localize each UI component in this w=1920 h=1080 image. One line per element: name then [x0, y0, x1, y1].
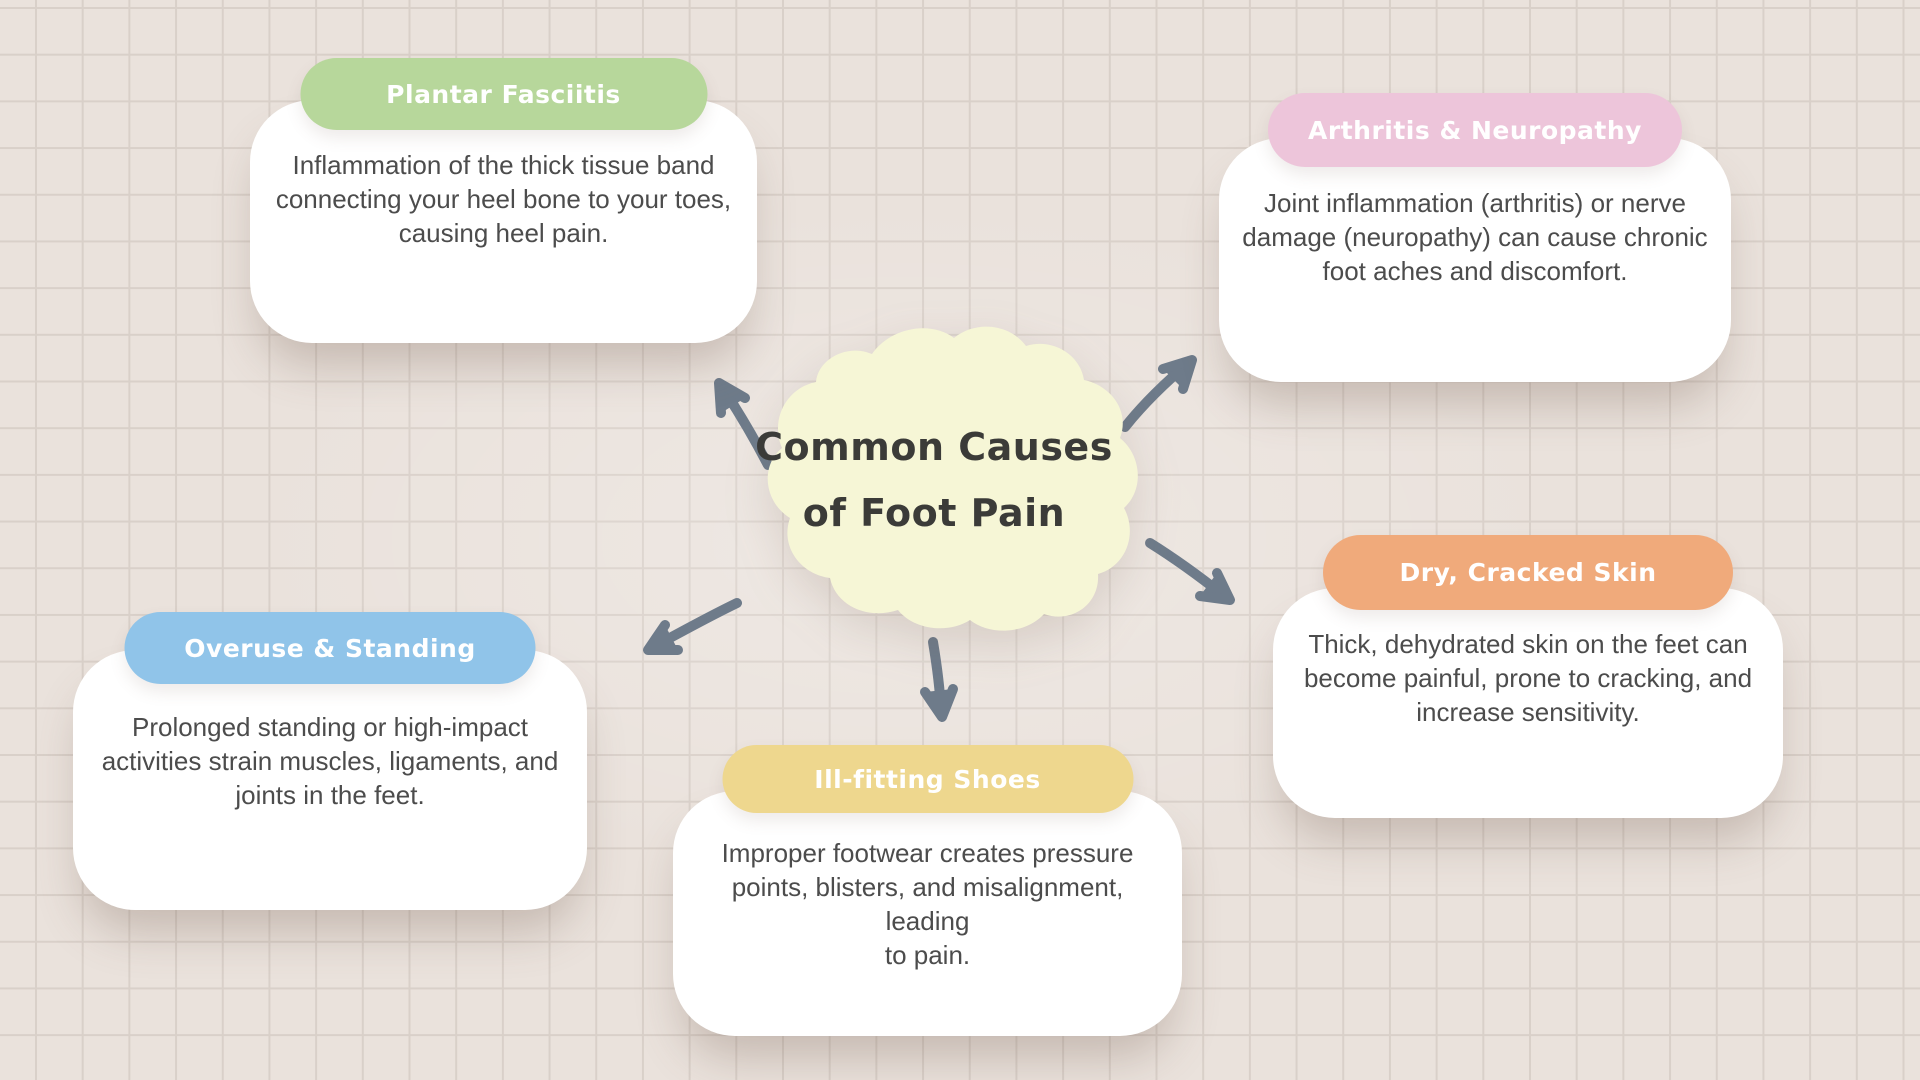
node-card-ill-fitting-shoes: Ill-fitting Shoes Improper footwear crea… — [673, 745, 1182, 1036]
node-label-overuse-standing: Overuse & Standing — [184, 633, 476, 663]
node-body-ill-fitting-shoes: Improper footwear creates pressure point… — [721, 838, 1134, 970]
node-pill-arthritis-neuropathy: Arthritis & Neuropathy — [1268, 93, 1682, 167]
node-pill-dry-cracked-skin: Dry, Cracked Skin — [1323, 535, 1733, 610]
center-title: Common Causes of Foot Pain — [755, 425, 1113, 535]
node-card-arthritis-neuropathy: Arthritis & Neuropathy Joint inflammatio… — [1219, 93, 1731, 382]
node-pill-ill-fitting-shoes: Ill-fitting Shoes — [722, 745, 1133, 813]
node-card-plantar-fasciitis: Plantar Fasciitis Inflammation of the th… — [250, 58, 757, 343]
node-label-plantar-fasciitis: Plantar Fasciitis — [386, 79, 621, 109]
arrow-to-overuse-standing — [643, 598, 742, 655]
node-body-overuse-standing: Prolonged standing or high-impact activi… — [101, 712, 559, 810]
node-pill-overuse-standing: Overuse & Standing — [124, 612, 536, 684]
node-body-dry-cracked-skin: Thick, dehydrated skin on the feet can b… — [1303, 629, 1753, 727]
arrow-to-arthritis-neuropathy — [1120, 355, 1197, 432]
node-card-overuse-standing: Overuse & Standing Prolonged standing or… — [73, 612, 587, 910]
node-pill-plantar-fasciitis: Plantar Fasciitis — [300, 58, 707, 130]
arrow-to-ill-fitting-shoes — [920, 637, 958, 722]
arrow-to-dry-cracked-skin — [1145, 538, 1235, 605]
center-blob — [767, 326, 1138, 631]
node-body-arthritis-neuropathy: Joint inflammation (arthritis) or nerve … — [1242, 188, 1708, 286]
node-body-plantar-fasciitis: Inflammation of the thick tissue band co… — [275, 150, 732, 248]
node-label-dry-cracked-skin: Dry, Cracked Skin — [1399, 558, 1657, 587]
node-card-dry-cracked-skin: Dry, Cracked Skin Thick, dehydrated skin… — [1273, 535, 1783, 818]
arrow-to-plantar-fasciitis — [714, 378, 773, 470]
node-label-ill-fitting-shoes: Ill-fitting Shoes — [814, 764, 1041, 794]
node-label-arthritis-neuropathy: Arthritis & Neuropathy — [1308, 115, 1642, 145]
